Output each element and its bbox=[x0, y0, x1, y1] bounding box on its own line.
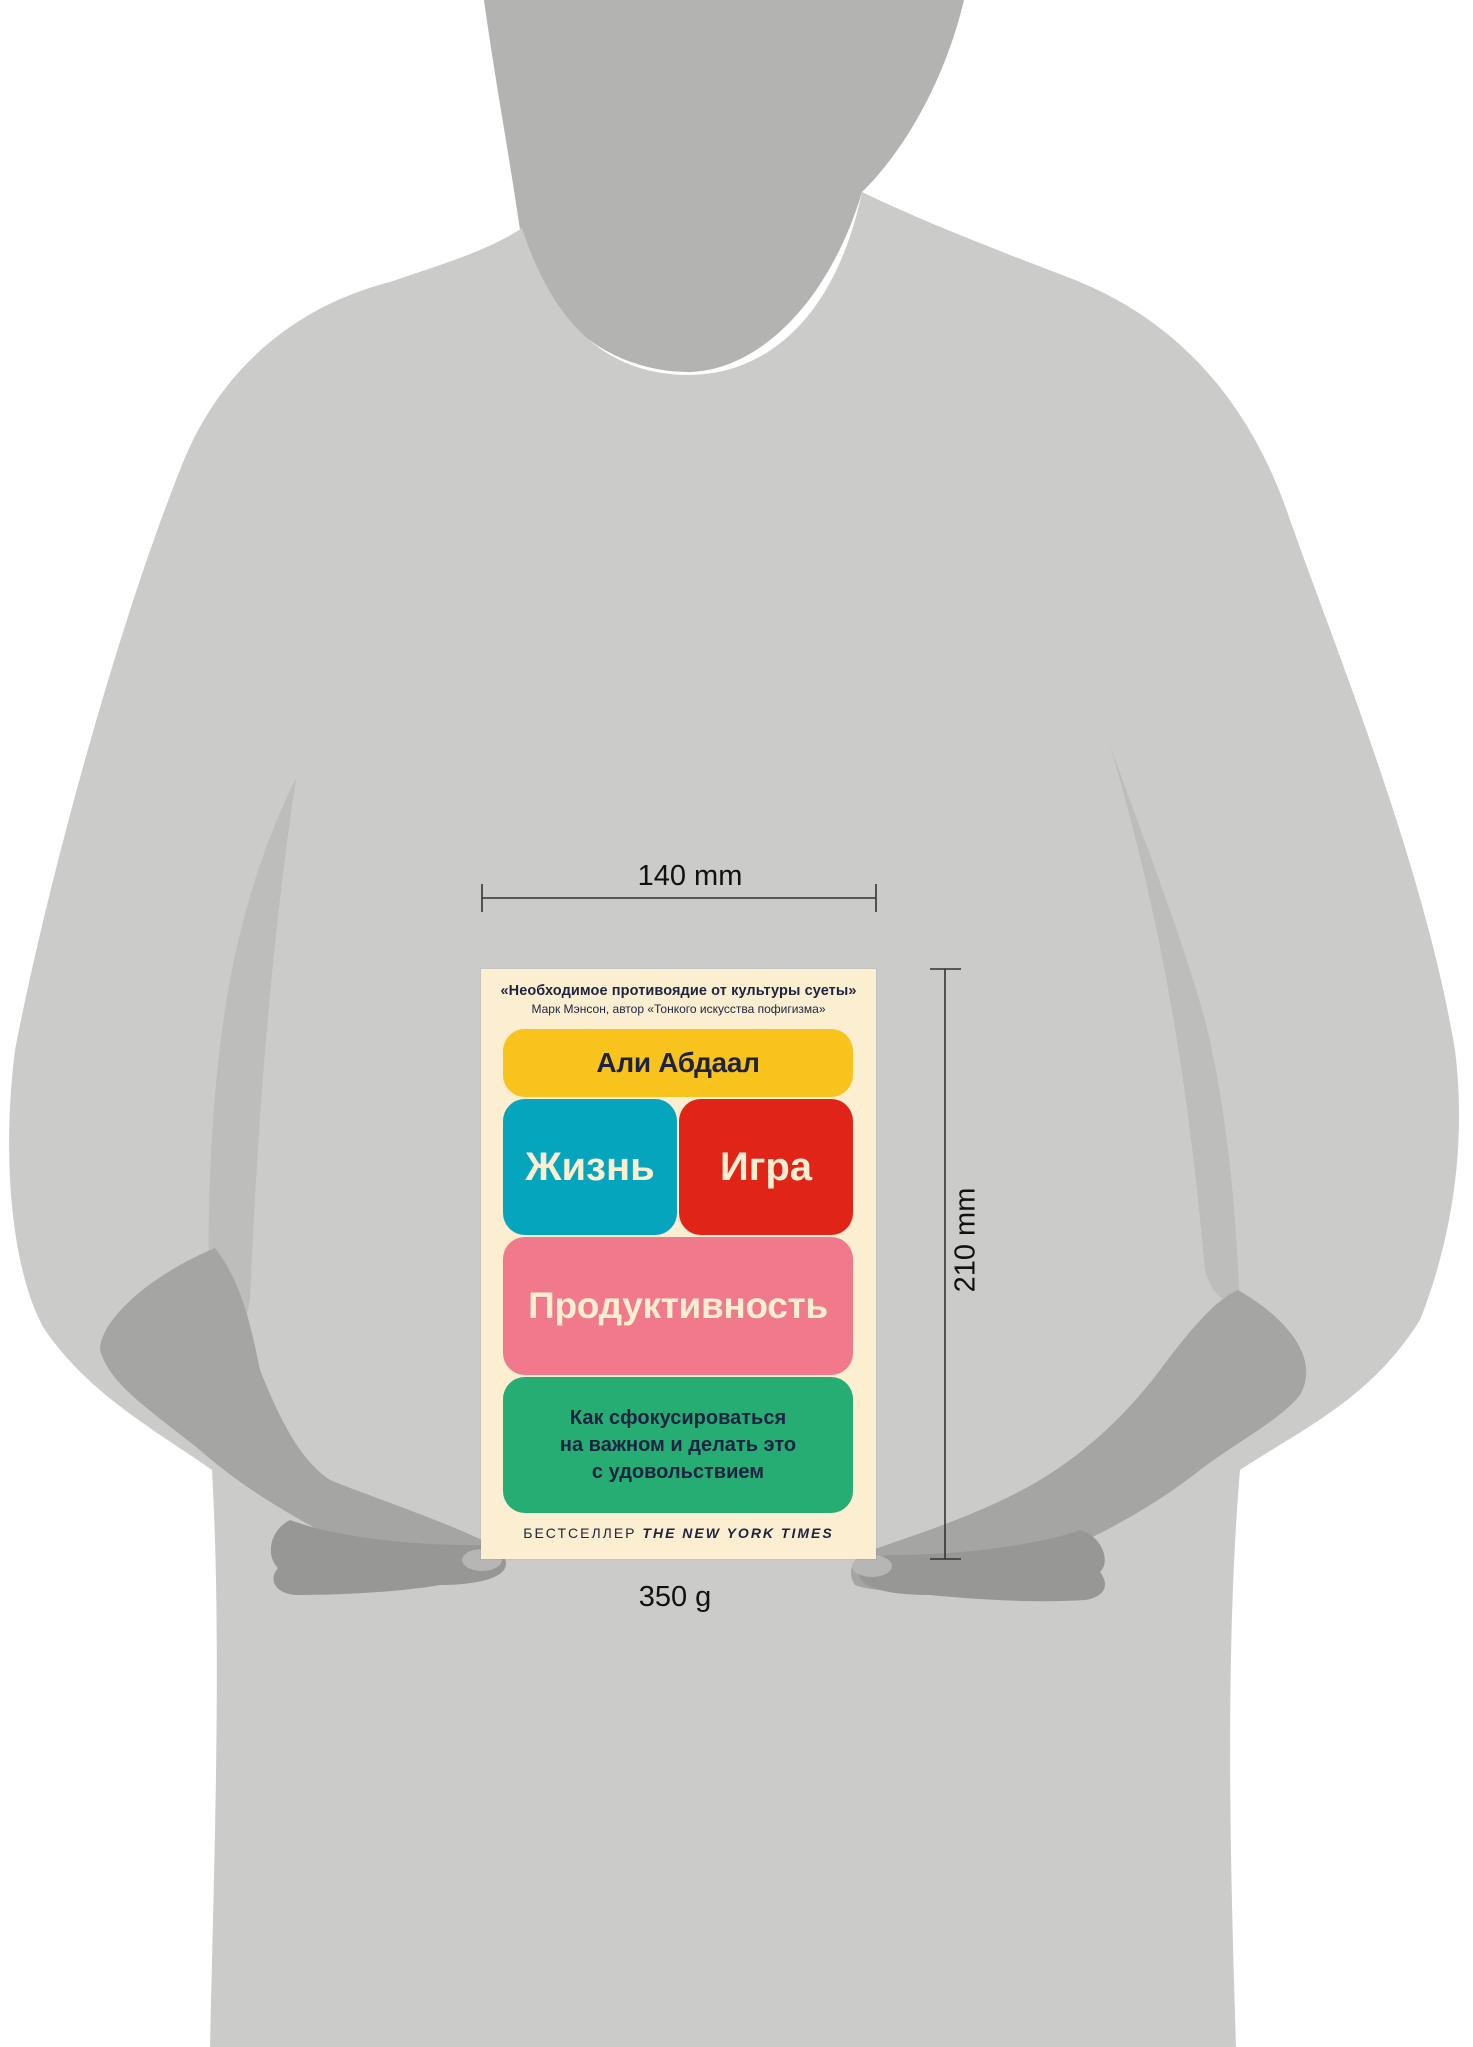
right-thumb bbox=[852, 1555, 892, 1577]
title-word-game: Игра bbox=[719, 1144, 813, 1189]
height-dimension-line bbox=[930, 968, 961, 1560]
right-forearm bbox=[851, 1290, 1307, 1591]
title-block-life: Жизнь bbox=[503, 1099, 677, 1235]
right-hand bbox=[859, 1530, 1105, 1602]
title-block-game: Игра bbox=[679, 1099, 853, 1235]
height-label: 210 mm bbox=[949, 1187, 982, 1293]
bestseller-prefix: БЕСТСЕЛЛЕР bbox=[523, 1525, 637, 1541]
bestseller-line: БЕСТСЕЛЛЕР THE NEW YORK TIMES bbox=[481, 1525, 876, 1541]
subtitle-block: Как сфокусироваться на важном и делать э… bbox=[503, 1377, 853, 1513]
cover-quote-author: Марк Мэнсон, автор «Тонкого искусства по… bbox=[531, 1002, 826, 1016]
title-block-productivity: Продуктивность bbox=[503, 1237, 853, 1375]
cover-quote: «Необходимое противоядие от культуры суе… bbox=[500, 983, 857, 999]
right-arm-gap bbox=[1110, 745, 1240, 1310]
title-word-life: Жизнь bbox=[525, 1144, 655, 1189]
subtitle-line: Как сфокусироваться bbox=[569, 1406, 787, 1429]
subtitle-line: на важном и делать это bbox=[559, 1433, 797, 1456]
width-label: 140 mm bbox=[637, 860, 743, 892]
title-word-productivity: Продуктивность bbox=[528, 1285, 828, 1326]
left-hand bbox=[270, 1520, 506, 1595]
neck-shape bbox=[484, 0, 964, 372]
width-dimension-line bbox=[481, 884, 877, 912]
left-arm-gap bbox=[208, 778, 296, 1350]
weight-label: 350 g bbox=[638, 1581, 712, 1613]
book-cover: «Необходимое противоядие от культуры суе… bbox=[481, 969, 876, 1559]
subtitle-line: с удовольствием bbox=[591, 1460, 765, 1483]
left-forearm bbox=[100, 1248, 502, 1581]
author-name: Али Абдаал bbox=[596, 1047, 760, 1078]
bestseller-source: THE NEW YORK TIMES bbox=[642, 1525, 834, 1541]
author-block: Али Абдаал bbox=[503, 1029, 853, 1097]
